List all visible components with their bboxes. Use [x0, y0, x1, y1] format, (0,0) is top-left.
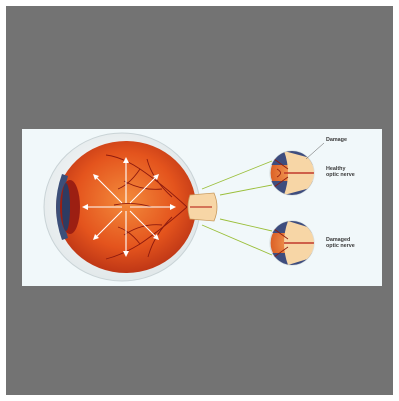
healthy-label-line2: optic nerve [326, 172, 355, 179]
label-pointers [306, 143, 324, 159]
eye-diagram-panel: Damage Healthy optic nerve Damaged optic… [22, 129, 382, 286]
eyeball [44, 133, 217, 281]
damaged-nerve-detail [270, 221, 314, 265]
damage-label: Damage [326, 137, 347, 144]
damaged-label-line2: optic nerve [326, 243, 355, 250]
eye-diagram [22, 129, 382, 286]
